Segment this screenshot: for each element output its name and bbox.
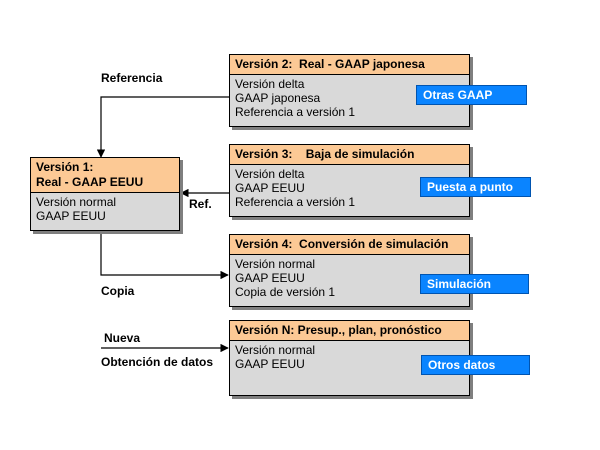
copia-arrow: [100, 231, 229, 280]
version-3-title: Versión 3: Baja de simulación: [230, 145, 469, 165]
version-3-line-1: Versión delta: [235, 167, 305, 181]
version-4-line-3: Copia de versión 1: [235, 285, 336, 299]
puesta-a-punto-tag: Puesta a punto: [420, 177, 531, 197]
version-1-box: Versión 1: Real - GAAP EEUU Versión norm…: [30, 157, 180, 231]
version-3-line-3: Referencia a versión 1: [235, 195, 356, 209]
otros-datos-tag: Otros datos: [421, 355, 530, 375]
version-3-line-2: GAAP EEUU: [235, 181, 305, 195]
version-2-line-3: Referencia a versión 1: [235, 105, 356, 119]
version-n-line-2: GAAP EEUU: [235, 357, 305, 371]
label-ref: Ref.: [189, 197, 212, 211]
version-4-box: Versión 4: Conversión de simulación Vers…: [229, 234, 470, 307]
version-2-line-1: Versión delta: [235, 77, 305, 91]
version-2-title: Versión 2: Real - GAAP japonesa: [230, 55, 469, 75]
label-copia: Copia: [101, 284, 135, 298]
version-2-line-2: GAAP japonesa: [235, 91, 321, 105]
version-4-line-2: GAAP EEUU: [235, 271, 305, 285]
label-referencia: Referencia: [101, 71, 163, 85]
version-n-line-1: Versión normal: [235, 343, 316, 357]
simulacion-tag: Simulación: [420, 274, 529, 294]
otras-gaap-tag: Otras GAAP: [416, 85, 527, 105]
version-4-line-1: Versión normal: [235, 257, 316, 271]
version-3-box: Versión 3: Baja de simulación Versión de…: [229, 144, 470, 217]
version-n-title: Versión N: Presup., plan, pronóstico: [230, 321, 469, 341]
version-4-title: Versión 4: Conversión de simulación: [230, 235, 469, 255]
referencia-arrow: [96, 96, 229, 158]
version-1-title: Versión 1: Real - GAAP EEUU: [31, 158, 179, 193]
version-2-box: Versión 2: Real - GAAP japonesa Versión …: [229, 54, 470, 127]
version-1-line-2: GAAP EEUU: [36, 209, 106, 223]
label-nueva: Nueva: [104, 331, 141, 345]
version-1-line-1: Versión normal: [36, 195, 117, 209]
label-obtencion: Obtención de datos: [101, 355, 214, 369]
